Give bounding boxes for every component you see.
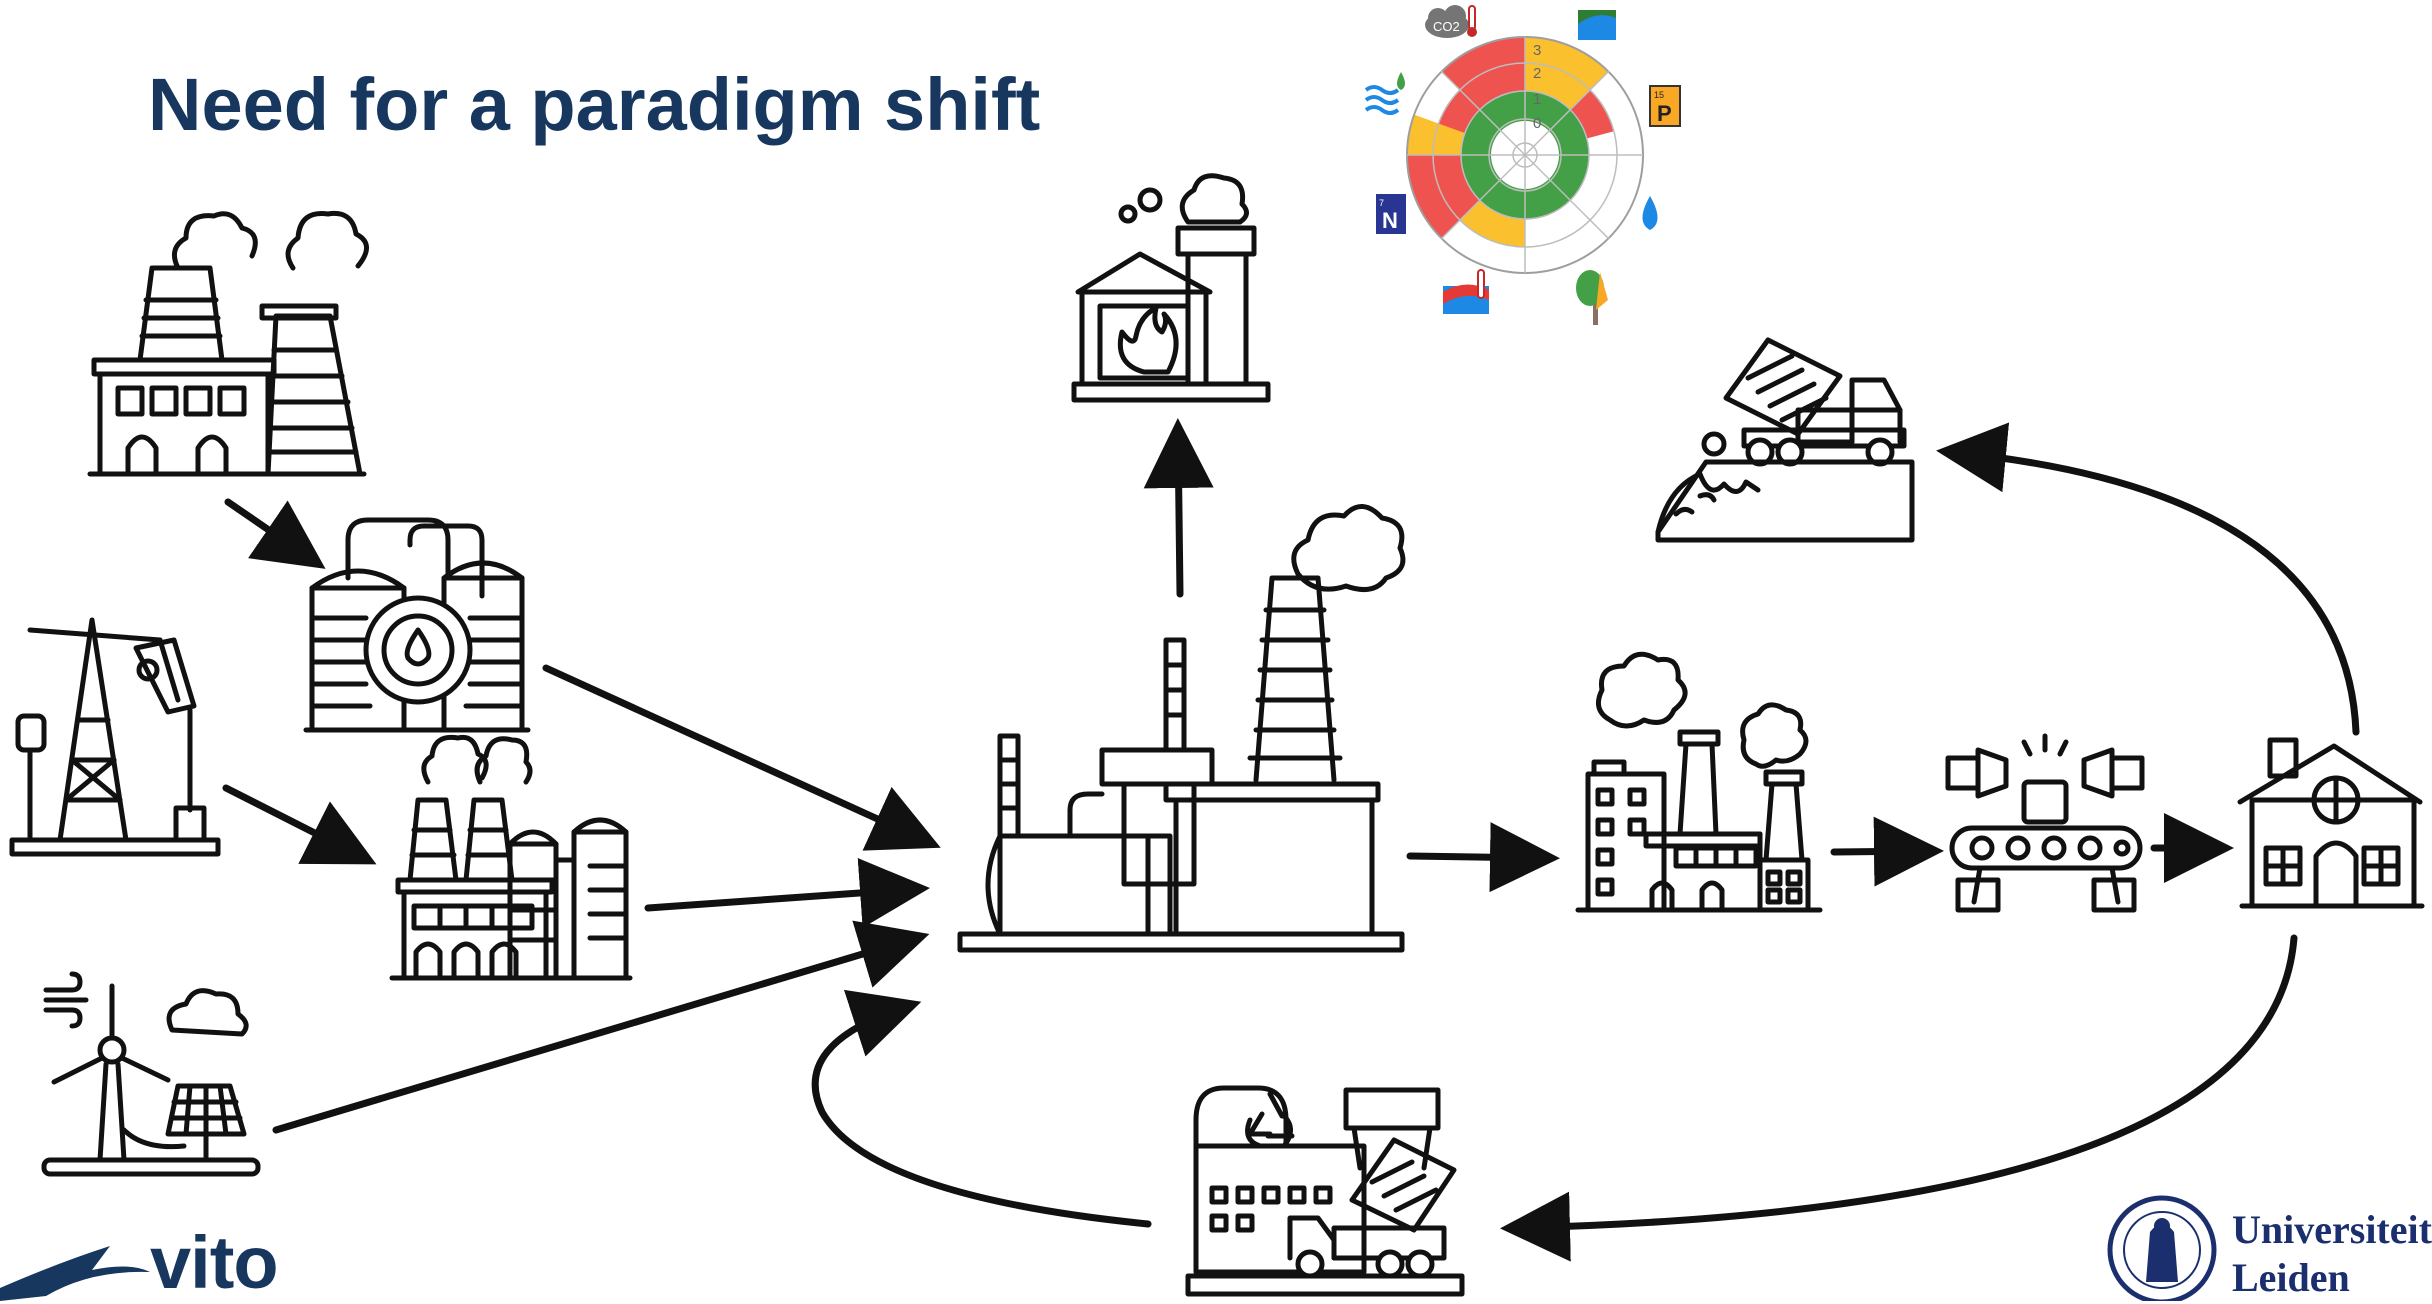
arrow-manufacturing-to-conveyor	[1830, 816, 1944, 887]
arrow-factory-to-manufacturing	[1406, 822, 1560, 893]
arrow-power-to-tanks	[224, 498, 326, 569]
leiden-logo-line1: Universiteit	[2232, 1207, 2432, 1252]
vito-logo-text: vito	[150, 1221, 279, 1304]
central-factory-icon	[957, 504, 1406, 953]
p-superscript: 15	[1654, 90, 1664, 100]
radar-grid	[1406, 36, 1644, 274]
nitrogen-icon: 7 N	[1376, 194, 1406, 234]
planetary-boundaries-radar: 3 2 1 0 CO2 15 P	[1364, 5, 1681, 325]
co2-label: CO2	[1433, 19, 1460, 34]
power-plant-icon	[87, 210, 369, 477]
arrow-house-to-recycling	[1500, 934, 2298, 1262]
n-superscript: 7	[1379, 198, 1384, 208]
landfill-dump-truck-icon	[1655, 337, 1915, 543]
phosphorus-icon: 15 P	[1649, 85, 1681, 127]
leiden-logo-line2: Leiden	[2232, 1255, 2350, 1300]
oil-pump-icon	[9, 617, 221, 857]
radar-ring-label-2: 2	[1533, 65, 1541, 82]
arrow-house-to-landfill	[1936, 422, 2360, 736]
radar-ring-label-3: 3	[1533, 42, 1541, 59]
vito-logo-mark	[0, 1246, 150, 1301]
arrow-tanks-to-factory	[542, 664, 941, 851]
slide-title: Need for a paradigm shift	[148, 63, 1041, 146]
manufacturing-plant-icon	[1575, 651, 1823, 913]
leiden-seal-icon	[2107, 1195, 2217, 1301]
storage-tanks-icon	[303, 517, 531, 733]
radar-ring-label-0: 0	[1533, 115, 1541, 132]
radar-sectors	[1407, 37, 1614, 247]
arrow-recycling-to-factory	[811, 989, 1152, 1228]
conveyor-assembly-icon	[1945, 733, 2145, 913]
arrow-chemical-to-factory	[644, 858, 930, 928]
land-use-icon	[1576, 270, 1608, 325]
freshwater-icon	[1364, 72, 1405, 115]
arrow-factory-to-incinerator	[1143, 418, 1214, 598]
radar-ring-label-1: 1	[1533, 91, 1541, 108]
house-icon	[2237, 737, 2425, 909]
climate-icon	[1443, 269, 1489, 314]
arrow-pump-to-chemical	[222, 784, 377, 865]
incinerator-icon	[1071, 173, 1271, 403]
biosphere-icon	[1578, 10, 1616, 41]
co2-cloud-icon: CO2	[1425, 5, 1477, 38]
water-drop-icon	[1642, 196, 1658, 230]
leiden-logo-text: Universiteit Leiden	[2232, 1206, 2432, 1302]
renewable-energy-icon	[41, 971, 261, 1177]
p-label: P	[1657, 101, 1672, 126]
chemical-plant-icon	[389, 734, 633, 981]
flow-arrows	[222, 418, 2360, 1262]
recycling-centre-icon	[1185, 1085, 1465, 1297]
n-label: N	[1382, 208, 1398, 233]
arrow-renewable-to-factory	[272, 920, 930, 1134]
